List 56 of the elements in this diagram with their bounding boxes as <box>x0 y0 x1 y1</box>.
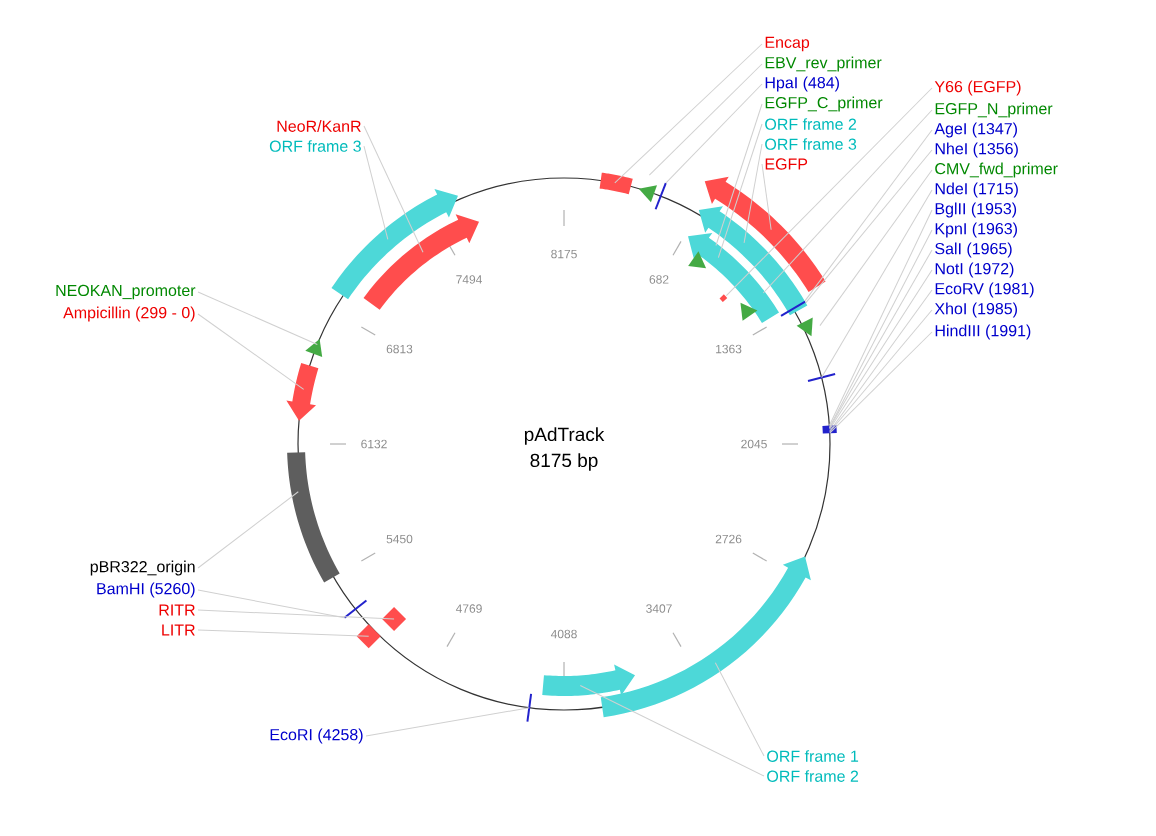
feature-label: NEOKAN_promoter <box>56 284 196 300</box>
leader-line <box>665 83 763 184</box>
feature-label: NeoR/KanR <box>277 120 361 132</box>
leader-line <box>197 291 318 346</box>
leader-line <box>197 491 299 569</box>
feature-label: HindIII (1991) <box>935 324 1031 340</box>
leader-line <box>579 684 765 777</box>
feature-label: NdeI (1715) <box>935 182 1018 198</box>
leader-line <box>197 313 305 390</box>
feature-label: NheI (1356) <box>935 142 1018 158</box>
leader-line <box>363 145 389 240</box>
leader-line <box>197 609 395 620</box>
feature-label: Encap <box>765 36 810 52</box>
feature-label: NotI (1972) <box>935 262 1014 278</box>
leader-line <box>761 163 772 231</box>
feature-label: CMV_fwd_primer <box>935 162 1058 178</box>
feature-label: Ampicillin (299 - 0) <box>63 306 195 322</box>
feature-label: ORF frame 3 <box>765 138 857 150</box>
feature-label: EBV_rev_primer <box>765 56 882 72</box>
feature-label: EGFP_N_primer <box>935 102 1053 118</box>
leader-line <box>819 169 933 327</box>
feature-label: AgeI (1347) <box>934 122 1017 138</box>
feature-label: ORF frame 2 <box>765 118 857 130</box>
feature-label: XhoI (1985) <box>934 302 1017 318</box>
plasmid-size: 8175 bp <box>530 453 598 471</box>
leader-line <box>197 629 370 637</box>
leader-line <box>614 43 763 184</box>
leader-line <box>648 63 763 176</box>
leader-line <box>743 143 763 244</box>
feature-label: ORF frame 1 <box>767 750 859 762</box>
leader-line <box>363 125 424 253</box>
feature-label: BglII (1953) <box>935 202 1017 218</box>
feature-label: Y66 (EGFP) <box>934 80 1021 96</box>
leader-line <box>725 87 933 297</box>
leader-line <box>821 189 933 378</box>
feature-label: EGFP <box>765 158 808 170</box>
feature-label: LITR <box>162 624 195 636</box>
feature-label: SalI (1965) <box>935 242 1012 258</box>
feature-label: RITR <box>159 604 195 616</box>
leader-line <box>829 331 933 434</box>
leader-line <box>714 662 765 757</box>
leader-line <box>365 707 530 737</box>
leader-line <box>197 589 345 619</box>
feature-label: ORF frame 3 <box>269 140 361 152</box>
leader-line <box>717 123 763 259</box>
feature-label: pBR322_origin <box>90 560 195 576</box>
feature-label: KpnI (1963) <box>935 222 1017 238</box>
feature-label: HpaI (484) <box>765 76 839 92</box>
leader-line <box>715 103 763 246</box>
feature-label: EcoRI (4258) <box>270 728 363 744</box>
feature-label: EcoRV (1981) <box>935 282 1034 298</box>
feature-label: ORF frame 2 <box>767 770 859 782</box>
leader-line <box>762 109 933 294</box>
feature-label: EGFP_C_primer <box>765 96 883 112</box>
feature-label: BamHI (5260) <box>97 582 195 598</box>
plasmid-name: pAdTrack <box>524 427 605 445</box>
